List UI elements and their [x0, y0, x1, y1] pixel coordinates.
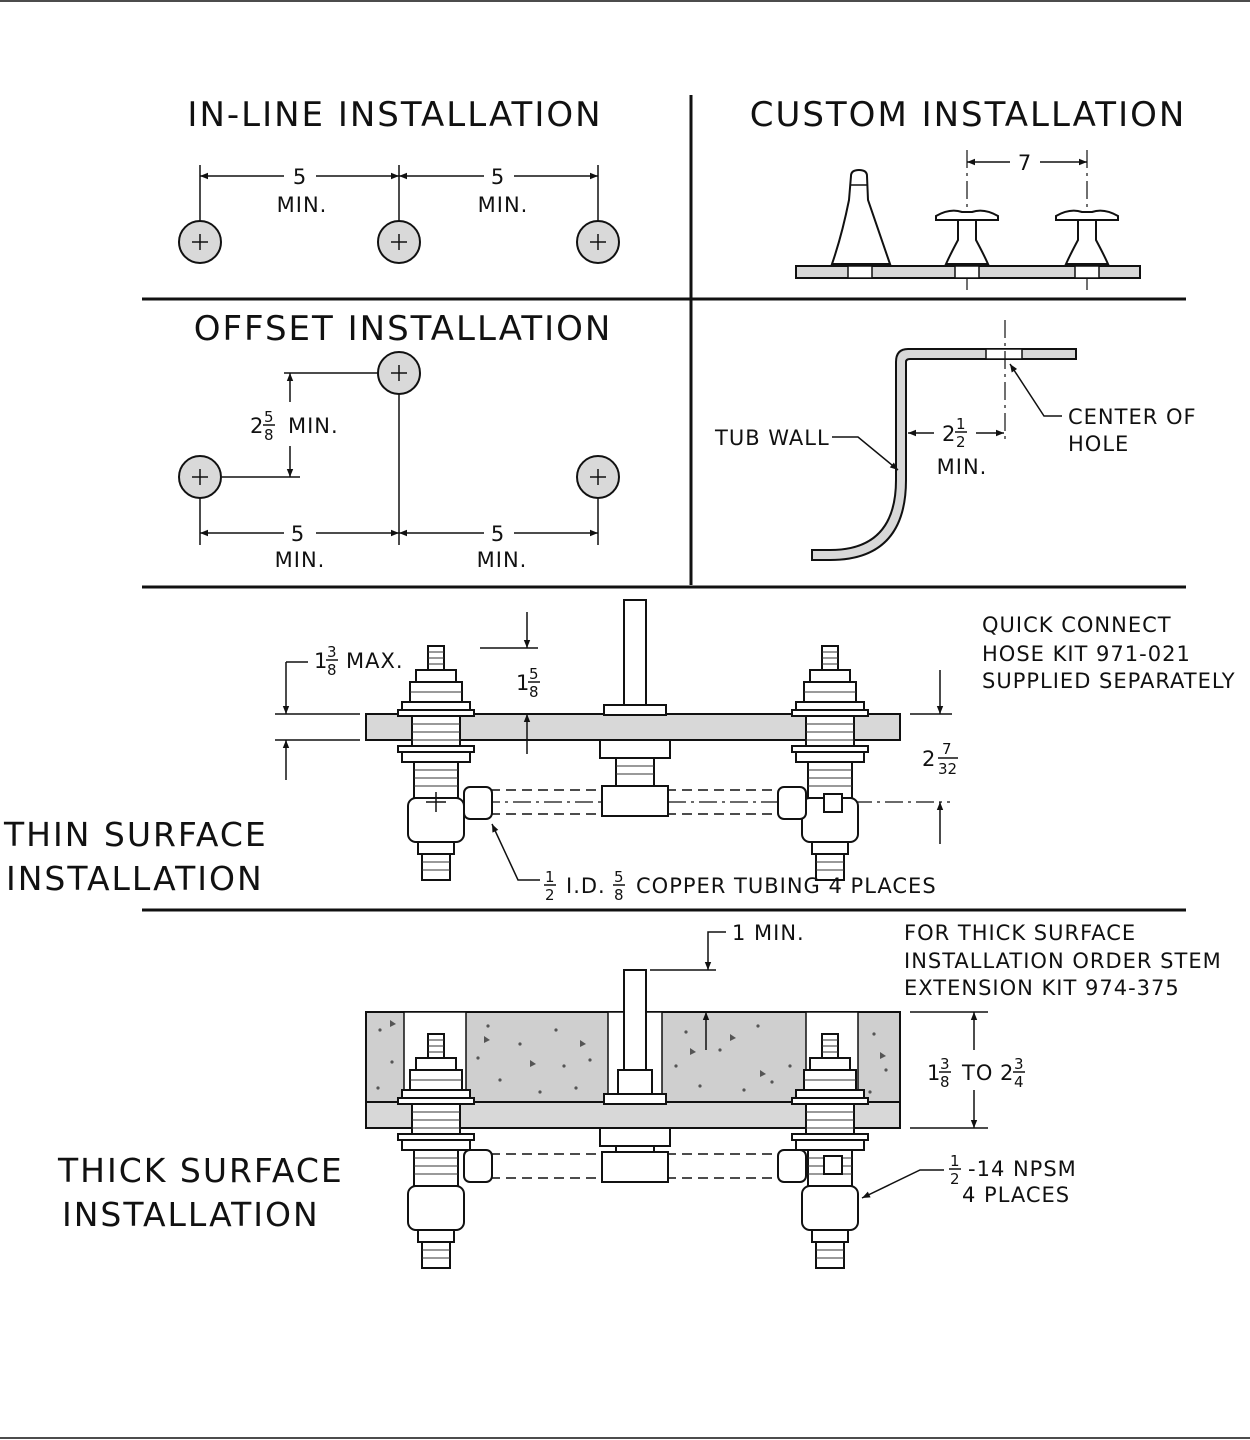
- svg-text:1: 1: [545, 868, 555, 886]
- offset-vdim-whole: 2: [250, 414, 264, 438]
- svg-text:8: 8: [327, 661, 337, 679]
- inline-dim1-sub: MIN.: [277, 193, 328, 217]
- tee-fitting: [601, 785, 669, 817]
- svg-text:2: 2: [545, 886, 555, 904]
- hole-circle: [576, 455, 620, 499]
- thin-title-line2: INSTALLATION: [6, 859, 264, 898]
- svg-text:4: 4: [1014, 1073, 1024, 1091]
- inline-title: IN-LINE INSTALLATION: [187, 95, 602, 135]
- offset-dim2-sub: MIN.: [477, 548, 528, 572]
- offset-vdim-sub: MIN.: [288, 414, 339, 438]
- svg-text:32: 32: [938, 760, 957, 778]
- extension-kit-note-2: INSTALLATION ORDER STEM: [904, 949, 1222, 973]
- inline-installation-panel: IN-LINE INSTALLATION 5 MIN. 5 MIN.: [178, 95, 620, 264]
- spout-tube: [623, 599, 647, 715]
- svg-text:2: 2: [950, 1170, 960, 1188]
- svg-text:5: 5: [614, 868, 624, 886]
- quick-connect-note-2: HOSE KIT 971-021: [982, 642, 1191, 666]
- handle-icon: [1055, 209, 1119, 265]
- tubing-label: COPPER TUBING 4 PLACES: [636, 874, 937, 898]
- custom-title: CUSTOM INSTALLATION: [750, 95, 1187, 135]
- svg-text:3: 3: [1014, 1055, 1024, 1073]
- thick-range-to: TO: [961, 1061, 993, 1085]
- cold-valve-icon: [791, 645, 869, 881]
- handle-icon: [935, 209, 999, 265]
- hole-circle: [377, 351, 421, 395]
- svg-text:8: 8: [264, 426, 274, 444]
- thick-min-label: 1 MIN.: [732, 921, 805, 945]
- inline-dim2: 5: [491, 165, 505, 189]
- offset-title: OFFSET INSTALLATION: [194, 309, 613, 349]
- svg-text:7: 7: [942, 740, 952, 758]
- tub-dim-whole: 2: [942, 422, 956, 446]
- svg-text:8: 8: [940, 1073, 950, 1091]
- hole-circle: [178, 220, 222, 264]
- svg-text:5: 5: [264, 408, 274, 426]
- hot-valve-icon: [397, 645, 475, 881]
- thick-range-w1: 1: [927, 1061, 941, 1085]
- tub-wall-panel: CENTER OF HOLE TUB WALL 2 1 2 MIN.: [714, 320, 1197, 561]
- hole-circle: [377, 220, 421, 264]
- npsm-places: 4 PLACES: [962, 1183, 1070, 1207]
- svg-text:5: 5: [529, 665, 539, 683]
- svg-text:3: 3: [327, 643, 337, 661]
- extension-kit-note-3: EXTENSION KIT 974-375: [904, 976, 1180, 1000]
- center-of-hole-label-2: HOLE: [1068, 432, 1129, 456]
- hole-circle: [178, 455, 222, 499]
- spout-icon: [830, 168, 892, 265]
- thin-spout-whole: 1: [516, 671, 530, 695]
- thick-surface-panel: THICK SURFACE INSTALLATION FOR THICK SUR…: [57, 921, 1222, 1269]
- tub-wall-label: TUB WALL: [714, 426, 830, 450]
- hole-circle: [576, 220, 620, 264]
- offset-dim1-sub: MIN.: [275, 548, 326, 572]
- thin-title-line1: THIN SURFACE: [3, 815, 268, 854]
- offset-installation-panel: OFFSET INSTALLATION 2 5 8 MIN. 5 MIN. 5 …: [178, 309, 620, 572]
- center-of-hole-label-1: CENTER OF: [1068, 405, 1197, 429]
- tub-dim-sub: MIN.: [937, 455, 988, 479]
- custom-installation-panel: CUSTOM INSTALLATION 7: [750, 95, 1187, 290]
- thin-max-sub: MAX.: [346, 649, 404, 673]
- tee-fitting: [601, 1151, 669, 1183]
- quick-connect-note-3: SUPPLIED SEPARATELY: [982, 669, 1236, 693]
- svg-text:8: 8: [614, 886, 624, 904]
- svg-text:1: 1: [950, 1152, 960, 1170]
- inline-dim1: 5: [293, 165, 307, 189]
- offset-dim2: 5: [491, 522, 505, 546]
- thin-max-whole: 1: [314, 649, 328, 673]
- svg-text:3: 3: [940, 1055, 950, 1073]
- hot-valve-icon: [397, 1033, 475, 1269]
- svg-text:8: 8: [529, 683, 539, 701]
- thick-title-line2: INSTALLATION: [62, 1195, 320, 1234]
- svg-text:2: 2: [956, 433, 966, 451]
- quick-connect-note-1: QUICK CONNECT: [982, 613, 1172, 637]
- thick-title-line1: THICK SURFACE: [57, 1151, 344, 1190]
- custom-dim: 7: [1018, 151, 1032, 175]
- npsm-label: -14 NPSM: [968, 1157, 1077, 1181]
- inline-dim2-sub: MIN.: [478, 193, 529, 217]
- svg-text:1: 1: [956, 415, 966, 433]
- thin-surface-panel: THIN SURFACE INSTALLATION QUICK CONNECT …: [3, 599, 1236, 904]
- thick-range-w2: 2: [1000, 1061, 1014, 1085]
- tub-wall-profile: [811, 348, 1077, 561]
- extension-kit-note-1: FOR THICK SURFACE: [904, 921, 1136, 945]
- tubing-id-label: I.D.: [566, 874, 606, 898]
- thin-right-whole: 2: [922, 747, 936, 771]
- offset-dim1: 5: [291, 522, 305, 546]
